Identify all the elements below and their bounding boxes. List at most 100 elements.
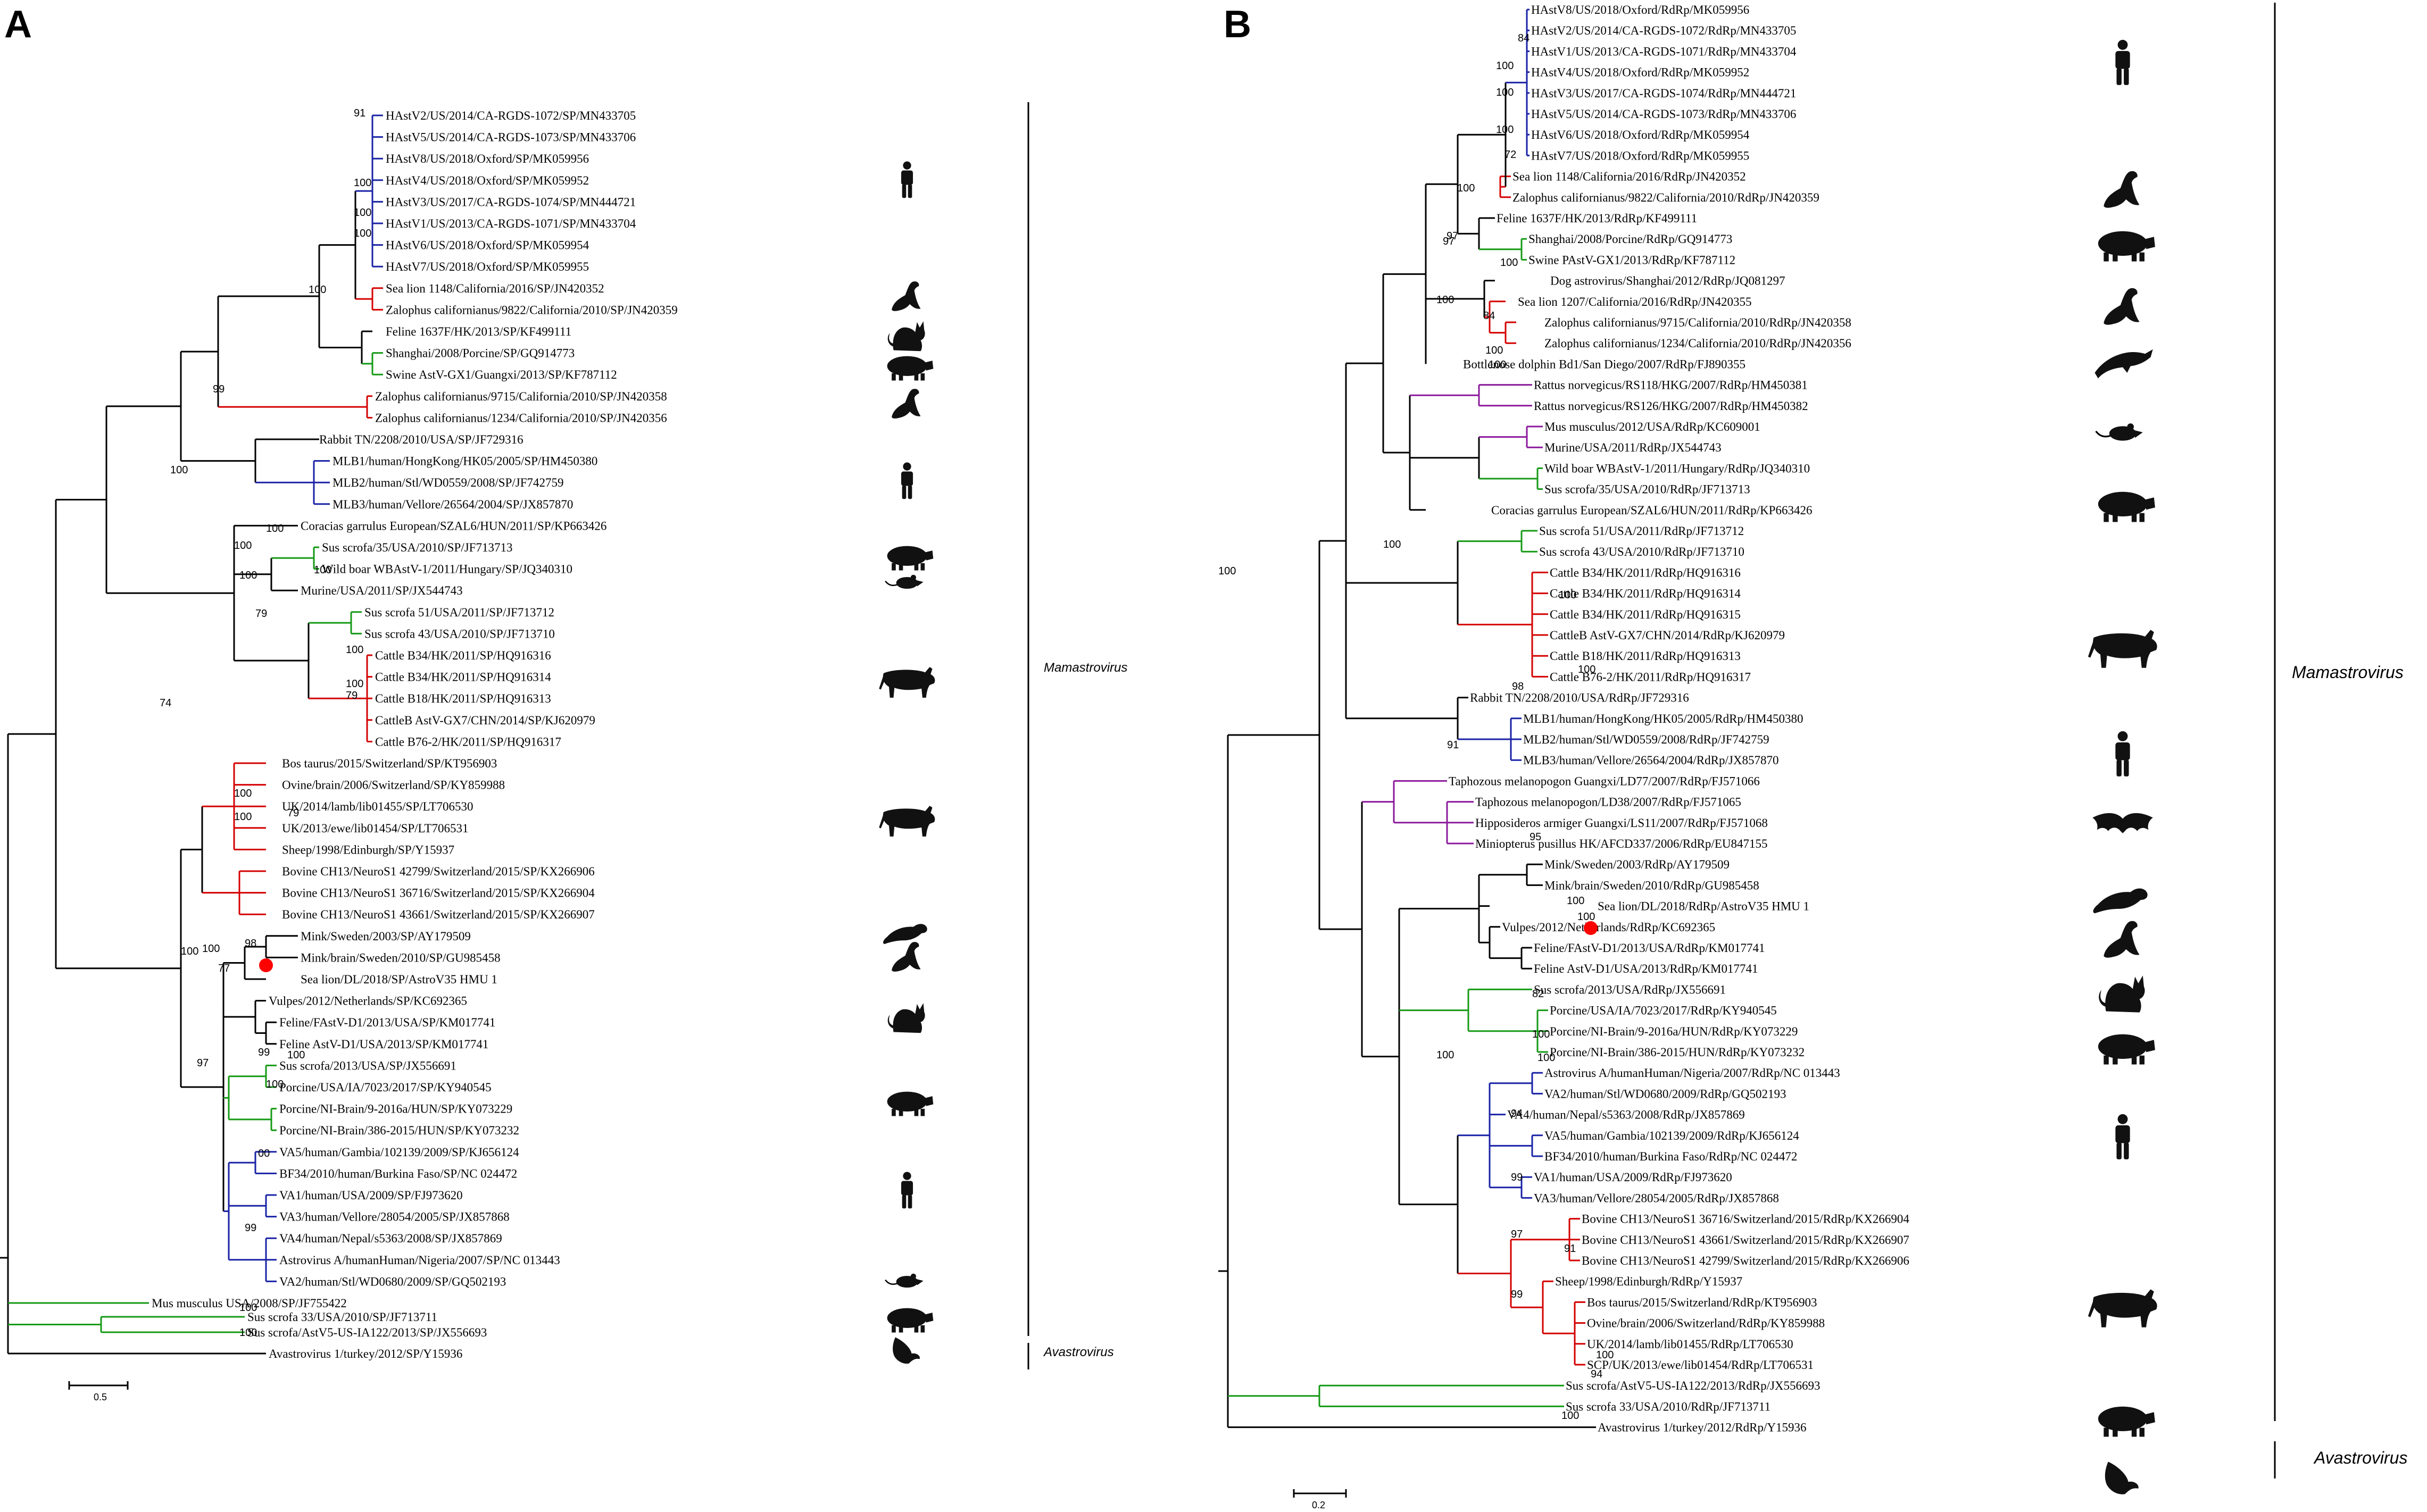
leaf-label: HAstV5/US/2014/CA-RGDS-1073/RdRp/MN43370… <box>1531 107 1796 121</box>
leaf-label: Mink/Sweden/2003/RdRp/AY179509 <box>1544 858 1730 871</box>
leaf-label: HAstV4/US/2018/Oxford/RdRp/MK059952 <box>1531 66 1749 79</box>
leaf-label: Cattle B34/HK/2011/RdRp/HQ916314 <box>1550 587 1741 600</box>
panel-a: A HAstV2/US/2014/CA-RGDS-1072/SP/MN43370… <box>0 3 1127 1402</box>
bootstrap-label: 77 <box>218 963 230 974</box>
focus-marker-b <box>1584 921 1598 935</box>
tree-a <box>0 114 383 1355</box>
leaf-label: Porcine/NI-Brain/386-2015/HUN/RdRp/KY073… <box>1550 1046 1805 1059</box>
pig-icon <box>887 1091 934 1116</box>
bootstrap-label: 100 <box>346 678 363 690</box>
bootstrap-label: 94 <box>1591 1368 1602 1380</box>
bootstrap-label: 100 <box>1567 895 1584 907</box>
otter-icon <box>2093 888 2148 914</box>
bootstrap-label: 91 <box>1564 1243 1576 1255</box>
scale-bar-a-label: 0.5 <box>94 1392 107 1402</box>
focus-marker-a <box>259 958 273 972</box>
bootstrap-label: 100 <box>181 946 198 957</box>
tree-a-bootstraps: 9110010010010099100100100100100791001007… <box>160 107 371 1339</box>
bootstrap-label: 100 <box>1559 589 1576 601</box>
mamastrovirus-label-b: Mamastrovirus <box>2292 663 2404 682</box>
bootstrap-label: 100 <box>1596 1349 1614 1361</box>
leaf-label: Feline/FAstV-D1/2013/USA/SP/KM017741 <box>279 1016 495 1029</box>
leaf-label: VA5/human/Gambia/102139/2009/RdRp/KJ6561… <box>1544 1129 1799 1142</box>
pig-icon <box>887 546 934 571</box>
bootstrap-label: 100 <box>266 523 284 534</box>
bootstrap-label: 100 <box>1489 359 1506 371</box>
tree-b <box>1218 9 1596 1429</box>
bootstrap-label: 100 <box>309 284 326 296</box>
bootstrap-label: 100 <box>239 1302 257 1314</box>
leaf-label: HAstV5/US/2014/CA-RGDS-1073/SP/MN433706 <box>386 131 636 144</box>
scale-bar-b-label: 0.2 <box>1312 1500 1325 1510</box>
leaf-label: HAstV8/US/2018/Oxford/RdRp/MK059956 <box>1531 3 1749 16</box>
leaf-label: Zalophus californianus/9822/California/2… <box>1512 191 1819 204</box>
pig-icon <box>2098 491 2155 522</box>
rat-icon <box>884 1273 924 1289</box>
leaf-label: MLB3/human/Vellore/26564/2004/RdRp/JX857… <box>1523 754 1778 767</box>
bootstrap-label: 99 <box>1511 1172 1523 1183</box>
leaf-label: Feline/FAstV-D1/2013/USA/RdRp/KM017741 <box>1534 941 1765 955</box>
leaf-label: Sea lion 1148/California/2016/RdRp/JN420… <box>1512 170 1746 183</box>
pig-icon <box>2098 1406 2155 1437</box>
dolphin-icon <box>2094 349 2153 379</box>
leaf-label: Feline AstV-D1/USA/2013/RdRp/KM017741 <box>1534 962 1758 975</box>
leaf-label: CattleB AstV-GX7/CHN/2014/RdRp/KJ620979 <box>1550 629 1785 642</box>
leaf-label: Zalophus californianus/9715/California/2… <box>1544 316 1851 329</box>
leaf-label: Sus scrofa 33/USA/2010/RdRp/JF713711 <box>1566 1400 1771 1413</box>
leaf-label: Dog astrovirus/Shanghai/2012/RdRp/JQ0812… <box>1550 274 1785 288</box>
leaf-label: Sus scrofa/2013/USA/SP/JX556691 <box>279 1059 456 1072</box>
bootstrap-label: 79 <box>287 807 299 819</box>
bootstrap-label: 100 <box>314 564 331 576</box>
bootstrap-label: 100 <box>1577 911 1595 923</box>
pig-icon <box>2098 1034 2155 1065</box>
bootstrap-label: 100 <box>1578 664 1595 675</box>
bootstrap-label: 100 <box>1436 1049 1454 1061</box>
bootstrap-label: 100 <box>239 1327 257 1339</box>
leaf-label: Porcine/NI-Brain/9-2016a/HUN/RdRp/KY0732… <box>1550 1025 1798 1038</box>
leaf-label: Bovine CH13/NeuroS1 36716/Switzerland/20… <box>1582 1213 1909 1226</box>
leaf-label: SCP/UK/2013/ewe/lib01454/RdRp/LT706531 <box>1587 1358 1814 1372</box>
bootstrap-label: 91 <box>1447 739 1459 751</box>
leaf-label: MLB1/human/HongKong/HK05/2005/RdRp/HM450… <box>1523 712 1803 725</box>
bootstrap-label: 84 <box>1518 32 1530 44</box>
bootstrap-label: 100 <box>1383 539 1401 550</box>
leaf-label: Swine PAstV-GX1/2013/RdRp/KF787112 <box>1528 253 1735 266</box>
leaf-label: VA2/human/Stl/WD0680/2009/RdRp/GQ502193 <box>1544 1087 1786 1100</box>
otter-icon <box>883 924 927 945</box>
host-icons-b <box>2088 39 2157 1494</box>
leaf-label: HAstV7/US/2018/Oxford/SP/MK059955 <box>386 260 589 273</box>
bootstrap-label: 100 <box>1537 1052 1555 1064</box>
tree-a-labels: HAstV2/US/2014/CA-RGDS-1072/SP/MN433705H… <box>152 109 678 1360</box>
leaf-label: Astrovirus A/humanHuman/Nigeria/2007/SP/… <box>279 1254 560 1267</box>
bootstrap-label: 99 <box>245 1222 256 1234</box>
leaf-label: Rattus norvegicus/RS126/HKG/2007/RdRp/HM… <box>1534 399 1808 413</box>
leaf-label: Sus scrofa/AstV5-US-IA122/2013/SP/JX5566… <box>247 1326 487 1339</box>
leaf-label: Shanghai/2008/Porcine/SP/GQ914773 <box>386 347 575 360</box>
leaf-label: MLB3/human/Vellore/26564/2004/SP/JX85787… <box>333 498 573 511</box>
bird-icon <box>893 1337 920 1364</box>
leaf-label: Coracias garrulus European/SZAL6/HUN/201… <box>1491 504 1812 517</box>
cat-icon <box>887 321 925 352</box>
bootstrap-label: 100 <box>354 207 371 219</box>
leaf-label: Porcine/NI-Brain/9-2016a/HUN/SP/KY073229 <box>279 1102 512 1116</box>
bootstrap-label: 74 <box>160 697 171 709</box>
panel-b: B HAstV8/US/2018/Oxford/RdRp/MK059956HAs… <box>1218 3 2407 1510</box>
bootstrap-label: 100 <box>202 943 220 955</box>
bootstrap-label: 97 <box>1447 230 1458 242</box>
leaf-label: Bovine CH13/NeuroS1 36716/Switzerland/20… <box>282 887 595 900</box>
leaf-label: HAstV7/US/2018/Oxford/RdRp/MK059955 <box>1531 149 1749 162</box>
leaf-label: Sea lion/DL/2018/RdRp/AstroV35 HMU 1 <box>1598 900 1809 913</box>
leaf-label: Rattus norvegicus/RS118/HKG/2007/RdRp/HM… <box>1534 379 1808 392</box>
leaf-label: HAstV2/US/2014/CA-RGDS-1072/RdRp/MN43370… <box>1531 24 1796 37</box>
leaf-label: HAstV3/US/2017/CA-RGDS-1074/RdRp/MN44472… <box>1531 87 1796 100</box>
leaf-label: Cattle B76-2/HK/2011/SP/HQ916317 <box>375 735 561 748</box>
leaf-label: Cattle B18/HK/2011/RdRp/HQ916313 <box>1550 649 1741 663</box>
pig-icon <box>887 356 934 381</box>
bootstrap-label: 84 <box>1483 310 1495 322</box>
sealion-icon <box>892 942 921 972</box>
leaf-label: VA1/human/USA/2009/RdRp/FJ973620 <box>1534 1171 1732 1184</box>
leaf-label: Wild boar WBAstV-1/2011/Hungary/SP/JQ340… <box>322 563 572 576</box>
leaf-label: HAstV6/US/2018/Oxford/SP/MK059954 <box>386 239 589 252</box>
bootstrap-label: 95 <box>1530 831 1541 843</box>
leaf-label: Miniopterus pusillus HK/AFCD337/2006/RdR… <box>1475 837 1767 850</box>
